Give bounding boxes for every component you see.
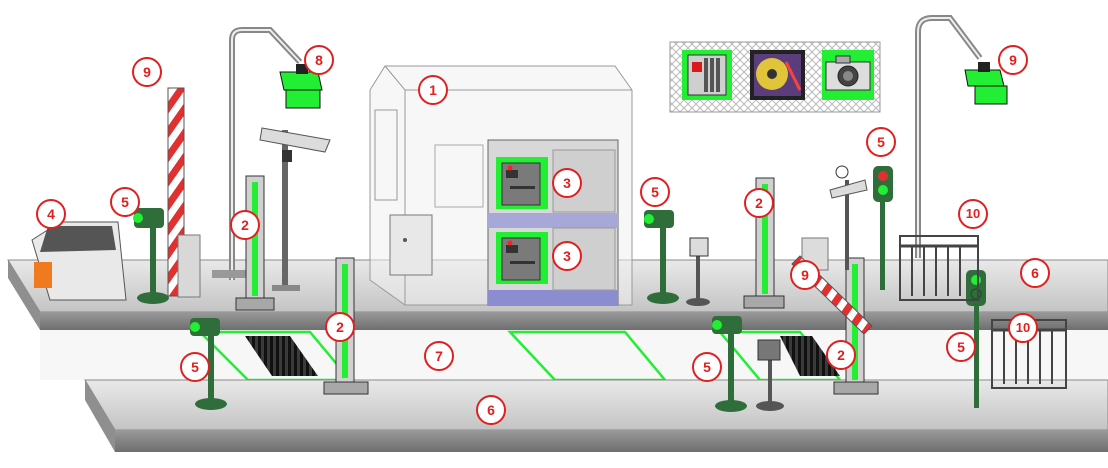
lane-camera-right	[829, 165, 868, 270]
toll-booth	[369, 65, 633, 306]
marker-3b: 3	[552, 241, 582, 271]
lane-controller-bottom	[496, 232, 548, 284]
marker-4: 4	[36, 199, 66, 229]
marker-9c: 9	[790, 260, 820, 290]
vehicle	[31, 221, 127, 301]
lower-platform	[84, 379, 1108, 452]
plc-rack-icon[interactable]	[682, 50, 732, 100]
marker-5a: 5	[110, 187, 140, 217]
gate-upper	[899, 235, 979, 301]
marker-7: 7	[424, 341, 454, 371]
marker-5c: 5	[640, 177, 670, 207]
film-reel-icon[interactable]	[750, 50, 805, 100]
marker-10a: 10	[958, 199, 988, 229]
marker-9b: 9	[998, 45, 1028, 75]
marker-2b: 2	[325, 312, 355, 342]
marker-5e: 5	[866, 127, 896, 157]
marker-6a: 6	[1020, 258, 1050, 288]
marker-2a: 2	[230, 210, 260, 240]
card-reader-2	[756, 339, 784, 411]
marker-9a: 9	[132, 57, 162, 87]
marker-10b: 10	[1008, 313, 1038, 343]
signal-post-2	[190, 318, 227, 410]
marker-2d: 2	[826, 340, 856, 370]
lamp-pole-left	[212, 27, 323, 280]
traffic-light-1	[873, 166, 893, 290]
lamp-pole-right	[915, 15, 1008, 258]
barrier-left	[167, 87, 201, 298]
marker-1: 1	[418, 75, 448, 105]
marker-3a: 3	[552, 168, 582, 198]
toolbar-panel	[669, 41, 881, 113]
marker-8: 8	[304, 45, 334, 75]
road-lane	[40, 330, 1108, 382]
lane-camera-left	[259, 127, 331, 291]
lane-controller-top	[496, 157, 548, 209]
marker-5f: 5	[946, 332, 976, 362]
camera-icon[interactable]	[822, 50, 874, 100]
signal-post-4	[712, 316, 747, 412]
marker-6b: 6	[476, 395, 506, 425]
marker-5b: 5	[180, 352, 210, 382]
signal-post-3	[644, 210, 679, 304]
marker-5d: 5	[692, 352, 722, 382]
signal-post-1	[133, 208, 169, 304]
card-reader-1	[686, 237, 710, 306]
marker-2c: 2	[744, 188, 774, 218]
